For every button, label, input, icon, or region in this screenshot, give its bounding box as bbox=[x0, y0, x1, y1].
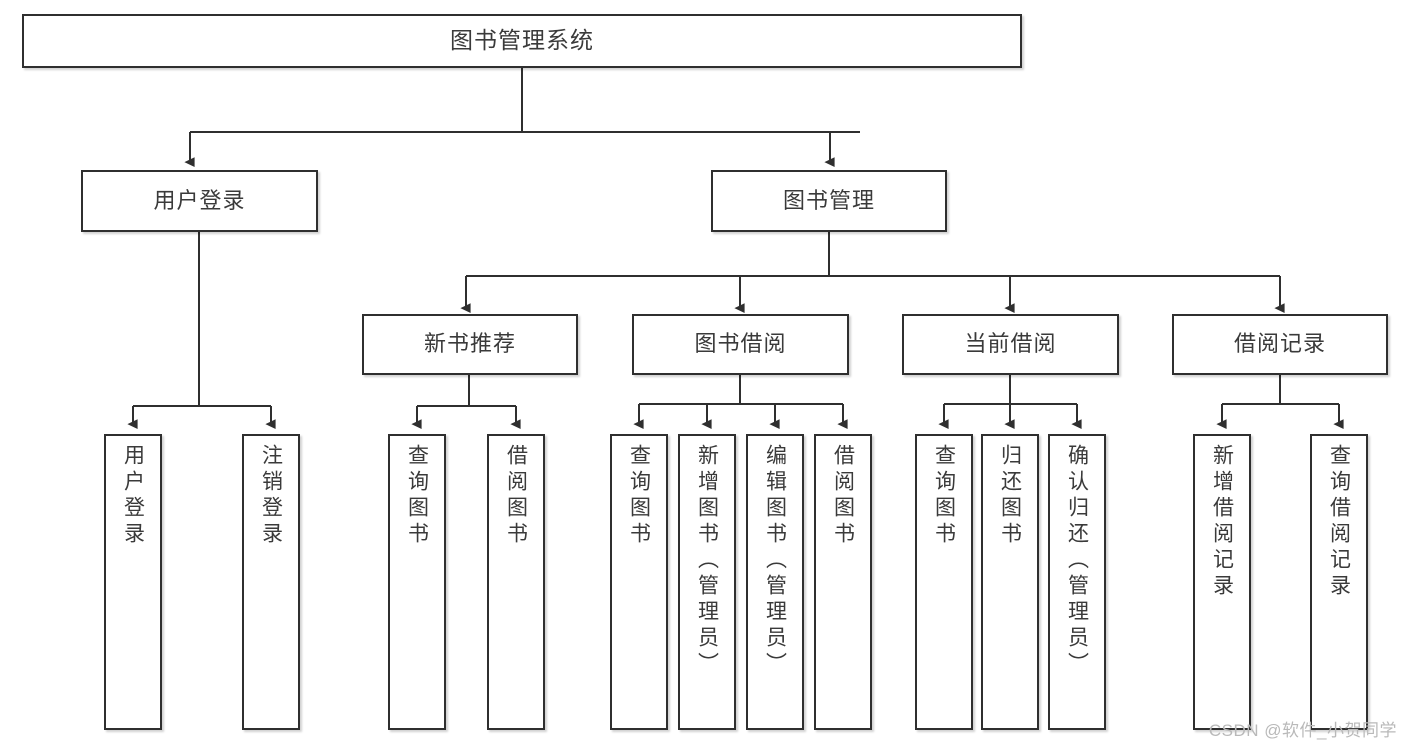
node-borrowing-record[interactable]: 借阅记录 bbox=[1172, 314, 1388, 375]
node-leaf-return-book[interactable]: 归还图书 bbox=[981, 434, 1039, 730]
node-label: 图书管理系统 bbox=[450, 27, 594, 54]
node-leaf-borrow-book-nbr[interactable]: 借阅图书 bbox=[487, 434, 545, 730]
node-label: 查询图书 bbox=[405, 444, 429, 548]
node-leaf-add-borrow-record[interactable]: 新增借阅记录 bbox=[1193, 434, 1251, 730]
node-leaf-user-login[interactable]: 用户登录 bbox=[104, 434, 162, 730]
node-label: 查询图书 bbox=[932, 444, 956, 548]
node-label: 借阅记录 bbox=[1233, 331, 1326, 357]
node-label: 图书管理 bbox=[782, 187, 875, 213]
node-leaf-borrow-book-bb[interactable]: 借阅图书 bbox=[814, 434, 872, 730]
node-leaf-query-book-cb[interactable]: 查询图书 bbox=[915, 434, 973, 730]
node-label: 新书推荐 bbox=[423, 331, 516, 357]
node-label: 借阅图书 bbox=[504, 444, 528, 548]
node-label: 新增借阅记录 bbox=[1210, 444, 1234, 600]
node-leaf-query-borrow-record[interactable]: 查询借阅记录 bbox=[1310, 434, 1368, 730]
node-label: 图书借阅 bbox=[694, 331, 787, 357]
node-book-management[interactable]: 图书管理 bbox=[711, 170, 947, 232]
node-current-borrowing[interactable]: 当前借阅 bbox=[902, 314, 1119, 375]
node-leaf-confirm-return-admin[interactable]: 确认归还（管理员） bbox=[1048, 434, 1106, 730]
node-leaf-query-book-nbr[interactable]: 查询图书 bbox=[388, 434, 446, 730]
node-label: 新增图书（管理员） bbox=[695, 444, 719, 678]
node-leaf-edit-book-admin[interactable]: 编辑图书（管理员） bbox=[746, 434, 804, 730]
node-label: 借阅图书 bbox=[831, 444, 855, 548]
node-label: 确认归还（管理员） bbox=[1065, 444, 1089, 678]
csdn-watermark: CSDN @软件_小贺同学 bbox=[1208, 721, 1397, 740]
node-label: 用户登录 bbox=[153, 187, 246, 213]
node-label: 当前借阅 bbox=[964, 331, 1057, 357]
node-label: 注销登录 bbox=[259, 444, 283, 548]
node-root-book-management-system[interactable]: 图书管理系统 bbox=[22, 14, 1022, 68]
node-new-book-recommendation[interactable]: 新书推荐 bbox=[362, 314, 578, 375]
node-label: 编辑图书（管理员） bbox=[763, 444, 787, 678]
node-label: 用户登录 bbox=[121, 444, 145, 548]
node-user-login[interactable]: 用户登录 bbox=[81, 170, 318, 232]
node-leaf-logout[interactable]: 注销登录 bbox=[242, 434, 300, 730]
node-book-borrowing[interactable]: 图书借阅 bbox=[632, 314, 849, 375]
node-leaf-add-book-admin[interactable]: 新增图书（管理员） bbox=[678, 434, 736, 730]
node-label: 查询图书 bbox=[627, 444, 651, 548]
node-label: 查询借阅记录 bbox=[1327, 444, 1351, 600]
node-leaf-query-book-bb[interactable]: 查询图书 bbox=[610, 434, 668, 730]
node-label: 归还图书 bbox=[998, 444, 1022, 548]
